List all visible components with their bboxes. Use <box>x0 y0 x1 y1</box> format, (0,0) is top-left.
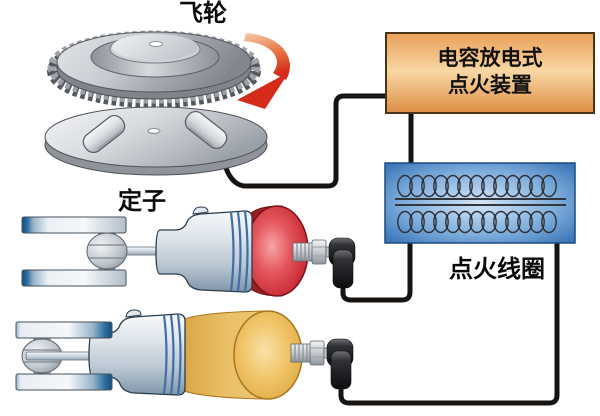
flywheel-center-hole <box>149 40 163 48</box>
rotation-arrow-head <box>237 72 289 109</box>
coil-core-lines <box>395 198 566 206</box>
cdi-box-rect <box>385 32 595 114</box>
stator-label: 定子 <box>118 187 166 215</box>
stator-magnet-left <box>82 114 126 154</box>
wiring <box>221 93 560 406</box>
crank-bearing-1 <box>86 232 128 270</box>
cylinder-assembly-1 <box>21 205 356 297</box>
stator-center-hole <box>147 128 161 134</box>
ignition-coil-box: 点火线圈 <box>384 162 576 283</box>
wire-coil-to-spark-plug-1 <box>340 239 413 303</box>
ignition-coil-label: 点火线圈 <box>449 256 545 283</box>
flywheel-label: 飞轮 <box>179 0 227 27</box>
crank-web-1-bottom <box>21 269 127 287</box>
crank-web-1-top <box>21 216 127 234</box>
wire-stator-to-cdi <box>221 93 391 189</box>
stator-magnet-right <box>184 110 228 150</box>
stator-disc-top <box>44 106 268 168</box>
wire-coil-to-spark-plug-2 <box>338 239 560 406</box>
connecting-rod-2 <box>25 351 99 361</box>
crank-web-2-bottom <box>15 373 113 391</box>
rotation-arrow-band <box>244 33 290 80</box>
cdi-box: 电容放电式 点火装置 <box>385 32 595 114</box>
crank-web-2-top <box>15 321 113 339</box>
stator-plate <box>44 106 268 176</box>
rotation-arrow-icon <box>237 33 290 109</box>
cdi-label-line1: 电容放电式 <box>438 46 543 70</box>
flywheel <box>47 30 261 108</box>
cylinder-assembly-2 <box>15 308 354 400</box>
cdi-label-line2: 点火装置 <box>448 73 532 97</box>
coil-winding-icon <box>395 174 566 234</box>
crankshaft-2 <box>15 321 113 391</box>
